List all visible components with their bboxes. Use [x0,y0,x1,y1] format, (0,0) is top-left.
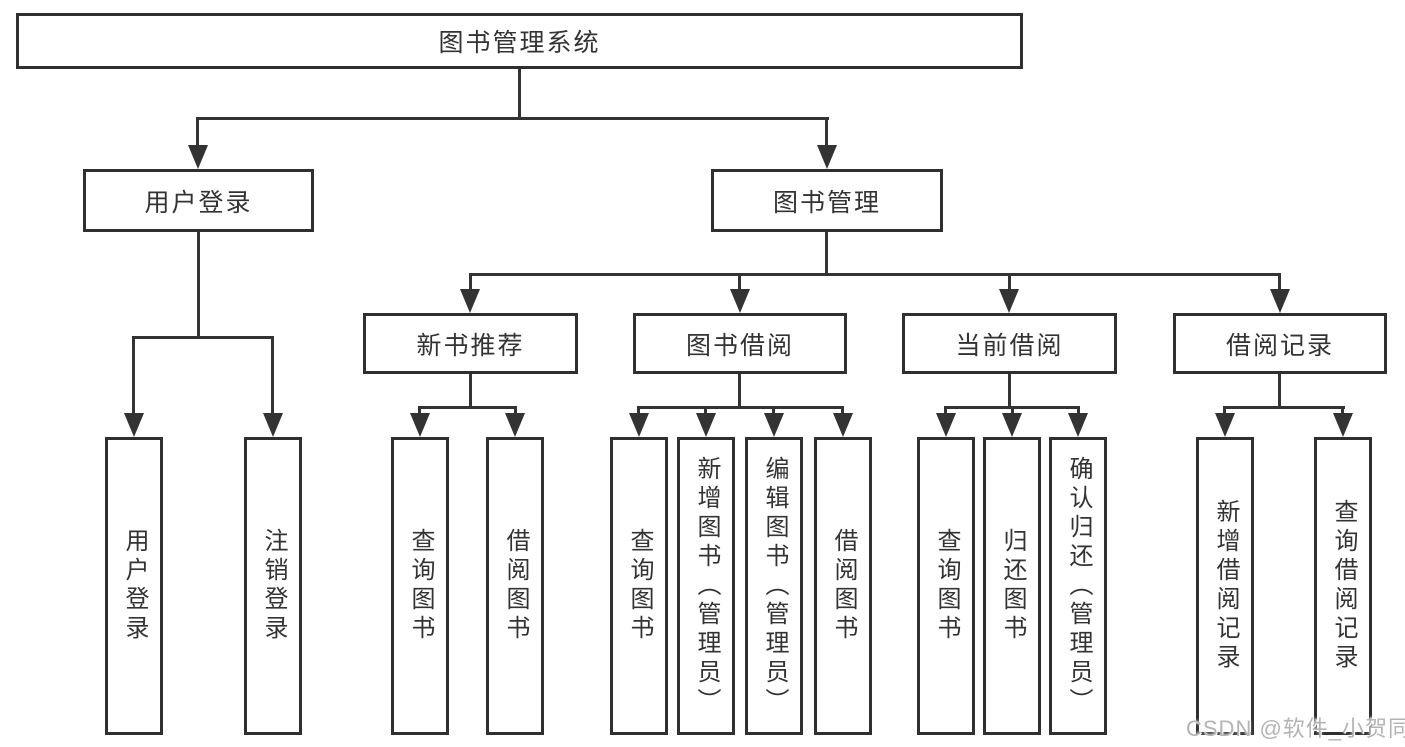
node-new-book-recommendation: 新书推荐 [363,313,578,374]
node-book-borrowing: 图书借阅 [633,313,847,374]
arrow-down-icon [833,413,853,437]
connector-line [469,273,472,293]
connector-line [196,117,829,120]
node-label: 图书借阅 [685,331,794,360]
arrow-down-icon [460,289,480,313]
connector-line [1278,374,1281,408]
node-user-login: 用户登录 [83,169,314,232]
node-current-borrowing: 当前借阅 [902,313,1117,374]
node-label: 图书管理 [772,188,881,217]
arrow-down-icon [410,413,430,437]
leaf-query-books-borrowing: 查询图书 [610,437,668,735]
node-label: 编辑图书（管理员） [761,455,788,717]
node-label: 当前借阅 [955,331,1064,360]
arrow-down-icon [696,413,716,437]
node-label: 借阅图书 [502,528,529,644]
leaf-borrow-books-borrowing: 借阅图书 [814,437,872,735]
connector-line [469,374,472,408]
arrow-down-icon [936,413,956,437]
node-label: 查询图书 [933,528,960,644]
node-label: 新增图书（管理员） [693,455,720,717]
node-root-book-management-system: 图书管理系统 [16,13,1023,69]
connector-line [704,406,707,418]
connector-line [738,273,741,293]
node-label: 新增借阅记录 [1212,499,1239,673]
connector-line [1341,406,1344,418]
connector-line [1278,273,1281,293]
connector-line [738,374,741,408]
connector-line [1223,406,1345,409]
connector-line [514,406,517,418]
arrow-down-icon [999,289,1019,313]
arrow-down-icon [263,413,283,437]
arrow-down-icon [1002,413,1022,437]
arrow-down-icon [1068,413,1088,437]
arrow-down-icon [1270,289,1290,313]
node-label: 图书管理系统 [438,29,601,57]
leaf-logout: 注销登录 [244,437,302,735]
connector-line [271,336,274,416]
node-label: 新书推荐 [416,331,525,360]
connector-line [132,336,274,339]
leaf-query-books-current: 查询图书 [917,437,975,735]
connector-line [197,232,200,338]
connector-line [1011,406,1014,418]
connector-line [637,406,640,418]
arrow-down-icon [817,145,837,169]
connector-line [418,406,517,409]
arrow-down-icon [629,413,649,437]
connector-line [196,117,199,149]
connector-line [825,117,828,149]
leaf-query-books-recommendation: 查询图书 [391,437,449,735]
arrow-down-icon [505,413,525,437]
leaf-user-login: 用户登录 [105,437,163,735]
connector-line [637,406,844,409]
connector-line [944,406,947,418]
node-label: 查询图书 [407,528,434,644]
connector-line [418,406,421,418]
leaf-query-borrowing-record: 查询借阅记录 [1314,437,1372,735]
node-label: 借阅记录 [1225,331,1334,360]
connector-line [1077,406,1080,418]
arrow-down-icon [124,413,144,437]
connector-line [518,68,521,119]
arrow-down-icon [764,413,784,437]
node-label: 用户登录 [121,528,148,644]
csdn-watermark: CSDN @软件_小贺同学 [1186,716,1405,741]
connector-line [1008,273,1011,293]
arrow-down-icon [188,145,208,169]
connector-line [841,406,844,418]
node-label: 确认归还（管理员） [1065,455,1092,717]
node-label: 用户登录 [144,188,253,217]
leaf-confirm-return-admin: 确认归还（管理员） [1049,437,1107,735]
arrow-down-icon [1215,413,1235,437]
leaf-add-borrowing-record: 新增借阅记录 [1196,437,1254,735]
connector-line [772,406,775,418]
node-label: 归还图书 [999,528,1026,644]
node-borrowing-records: 借阅记录 [1173,313,1387,374]
node-label: 借阅图书 [830,528,857,644]
arrow-down-icon [730,289,750,313]
connector-line [825,232,828,275]
leaf-add-books-admin: 新增图书（管理员） [677,437,735,735]
node-label: 查询借阅记录 [1330,499,1357,673]
node-book-management: 图书管理 [711,169,943,232]
leaf-borrow-books-recommendation: 借阅图书 [486,437,544,735]
arrow-down-icon [1333,413,1353,437]
leaf-return-books: 归还图书 [983,437,1041,735]
leaf-edit-books-admin: 编辑图书（管理员） [745,437,803,735]
connector-line [132,336,135,416]
node-label: 查询图书 [626,528,653,644]
connector-line [469,273,1281,276]
connector-line [1223,406,1226,418]
connector-line [1008,374,1011,408]
node-label: 注销登录 [260,528,287,644]
